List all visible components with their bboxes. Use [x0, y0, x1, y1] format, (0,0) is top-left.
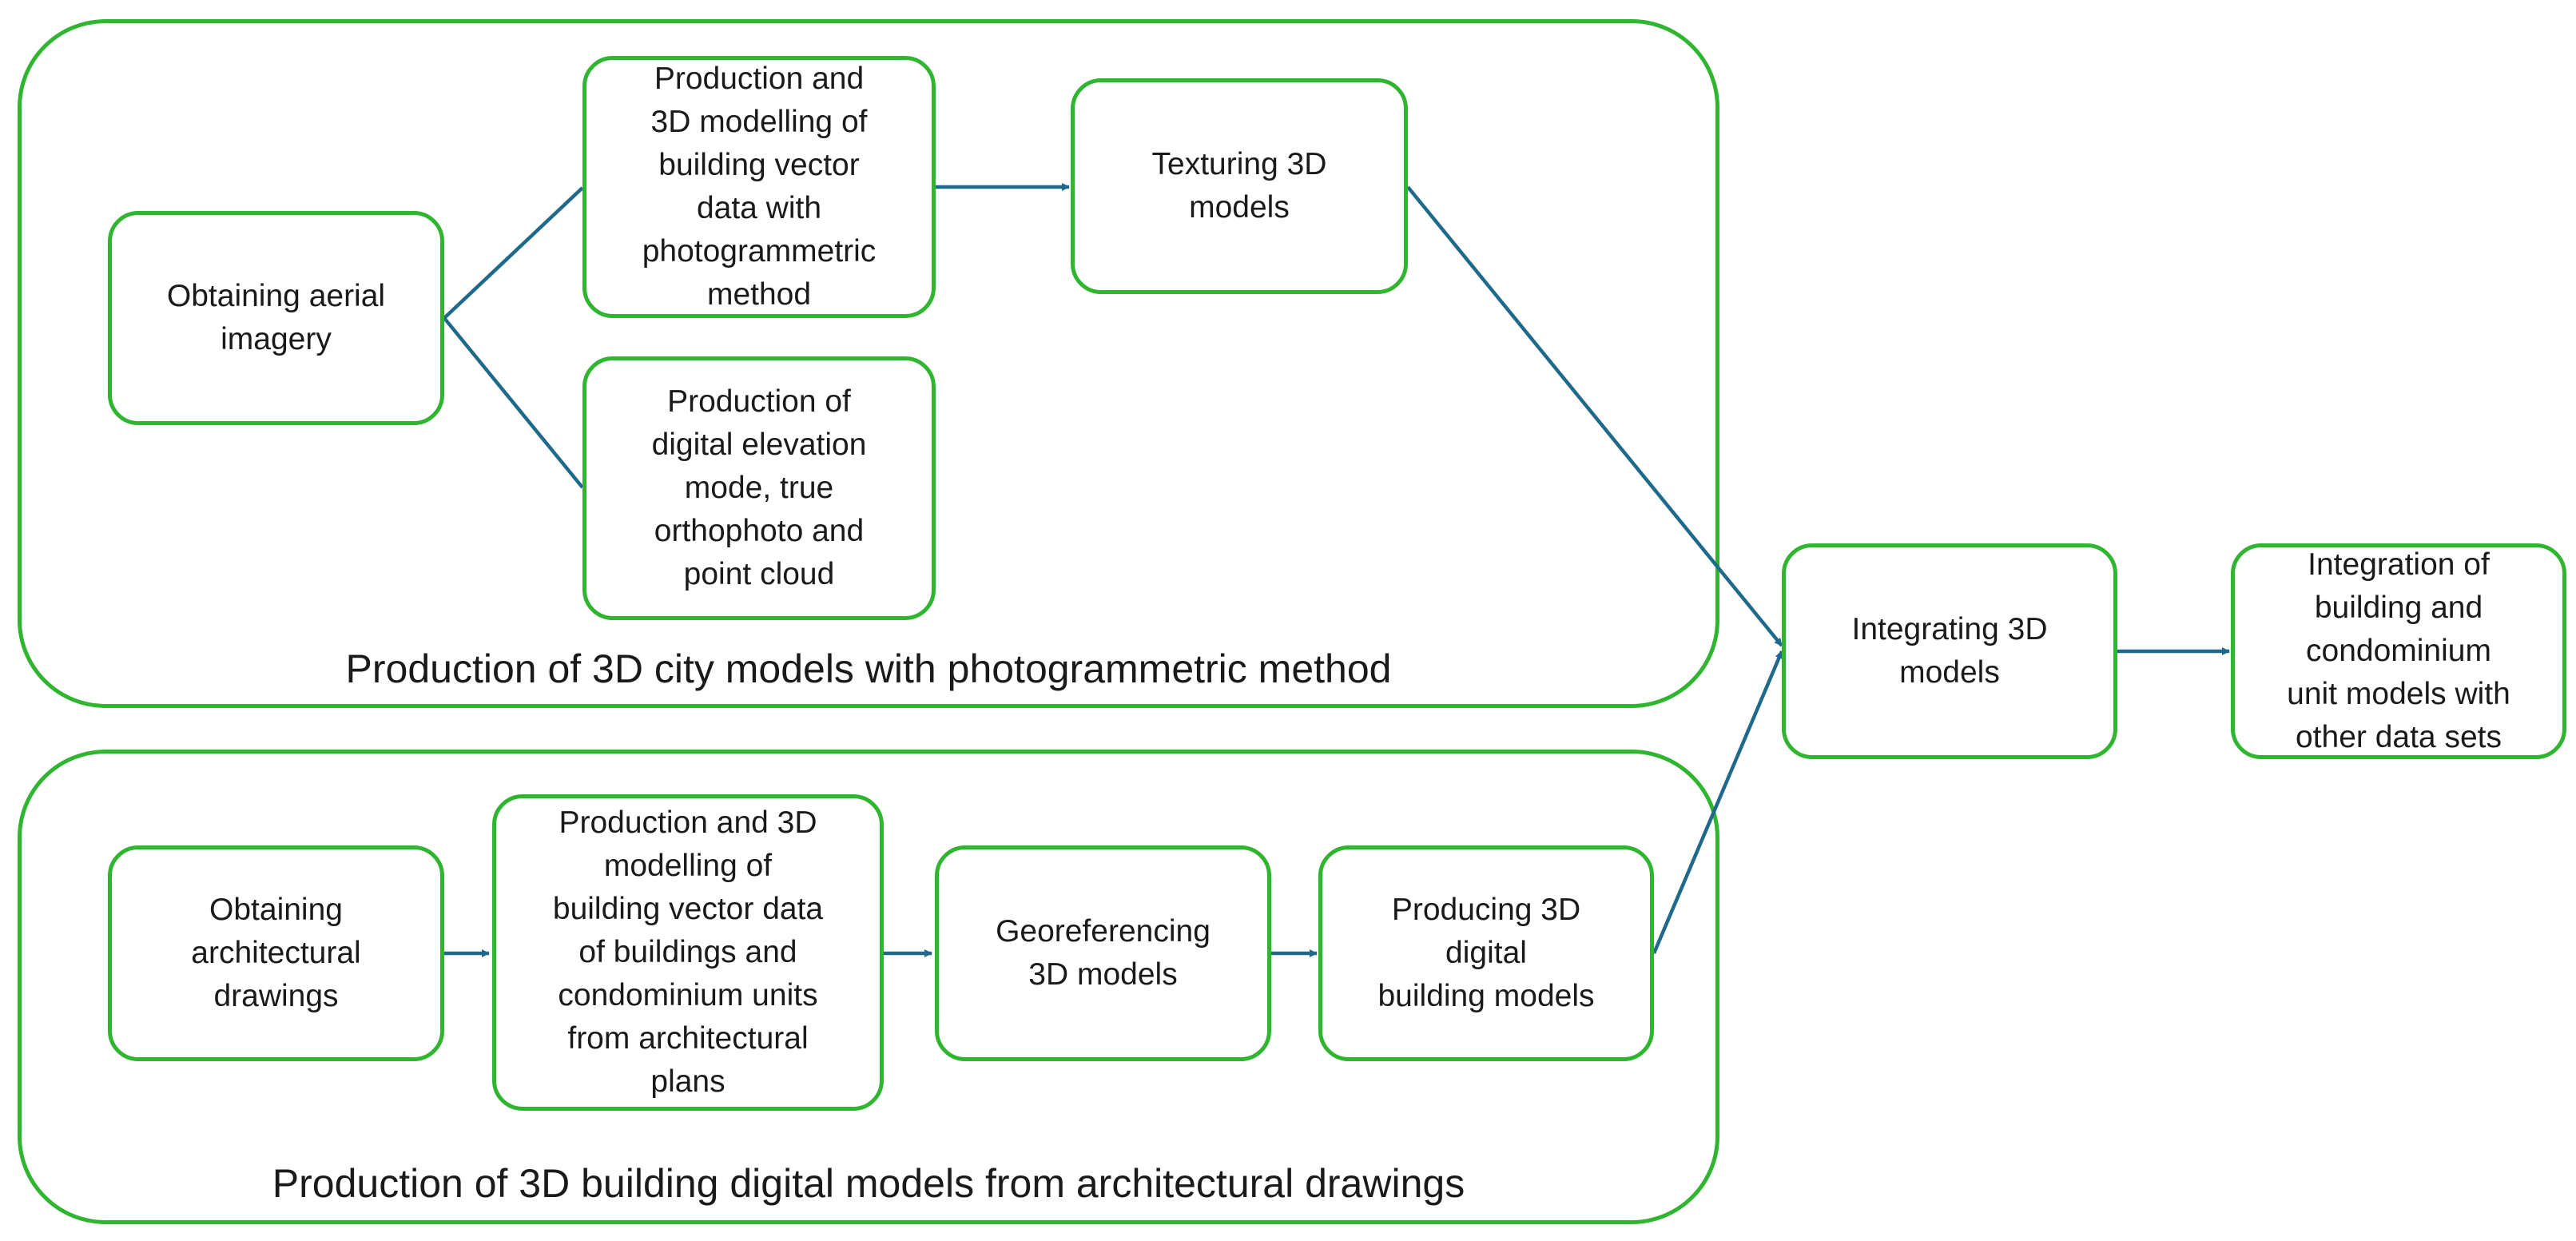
node-obtaining-architectural-drawings: Obtaining architectural drawings	[108, 845, 444, 1061]
node-georeferencing-3d-models: Georeferencing 3D models	[935, 845, 1271, 1061]
edge-producing-to-integrating	[1652, 650, 1784, 954]
node-integrating-3d-models: Integrating 3D models	[1782, 543, 2117, 759]
node-production-dem-orthophoto: Production of digital elevation mode, tr…	[582, 356, 936, 620]
group-photogrammetric-caption: Production of 3D city models with photog…	[345, 646, 1392, 691]
node-production-3d-modelling-architectural: Production and 3D modelling of building …	[492, 794, 884, 1111]
node-production-3d-modelling-photogrammetric: Production and 3D modelling of building …	[582, 56, 936, 318]
node-texturing-3d-models: Texturing 3D models	[1071, 78, 1408, 294]
node-producing-3d-digital-building-models: Producing 3D digital building models	[1318, 845, 1654, 1061]
node-integration-with-other-data-sets: Integration of building and condominium …	[2231, 543, 2566, 759]
group-architectural-caption: Production of 3D building digital models…	[272, 1161, 1465, 1206]
edge-aerial-to-photogrammetric-modelling	[443, 186, 584, 320]
edge-texturing-to-integrating	[1406, 185, 1783, 647]
node-obtaining-aerial-imagery: Obtaining aerial imagery	[108, 211, 444, 425]
edge-aerial-to-dem-orthophoto	[443, 316, 584, 489]
